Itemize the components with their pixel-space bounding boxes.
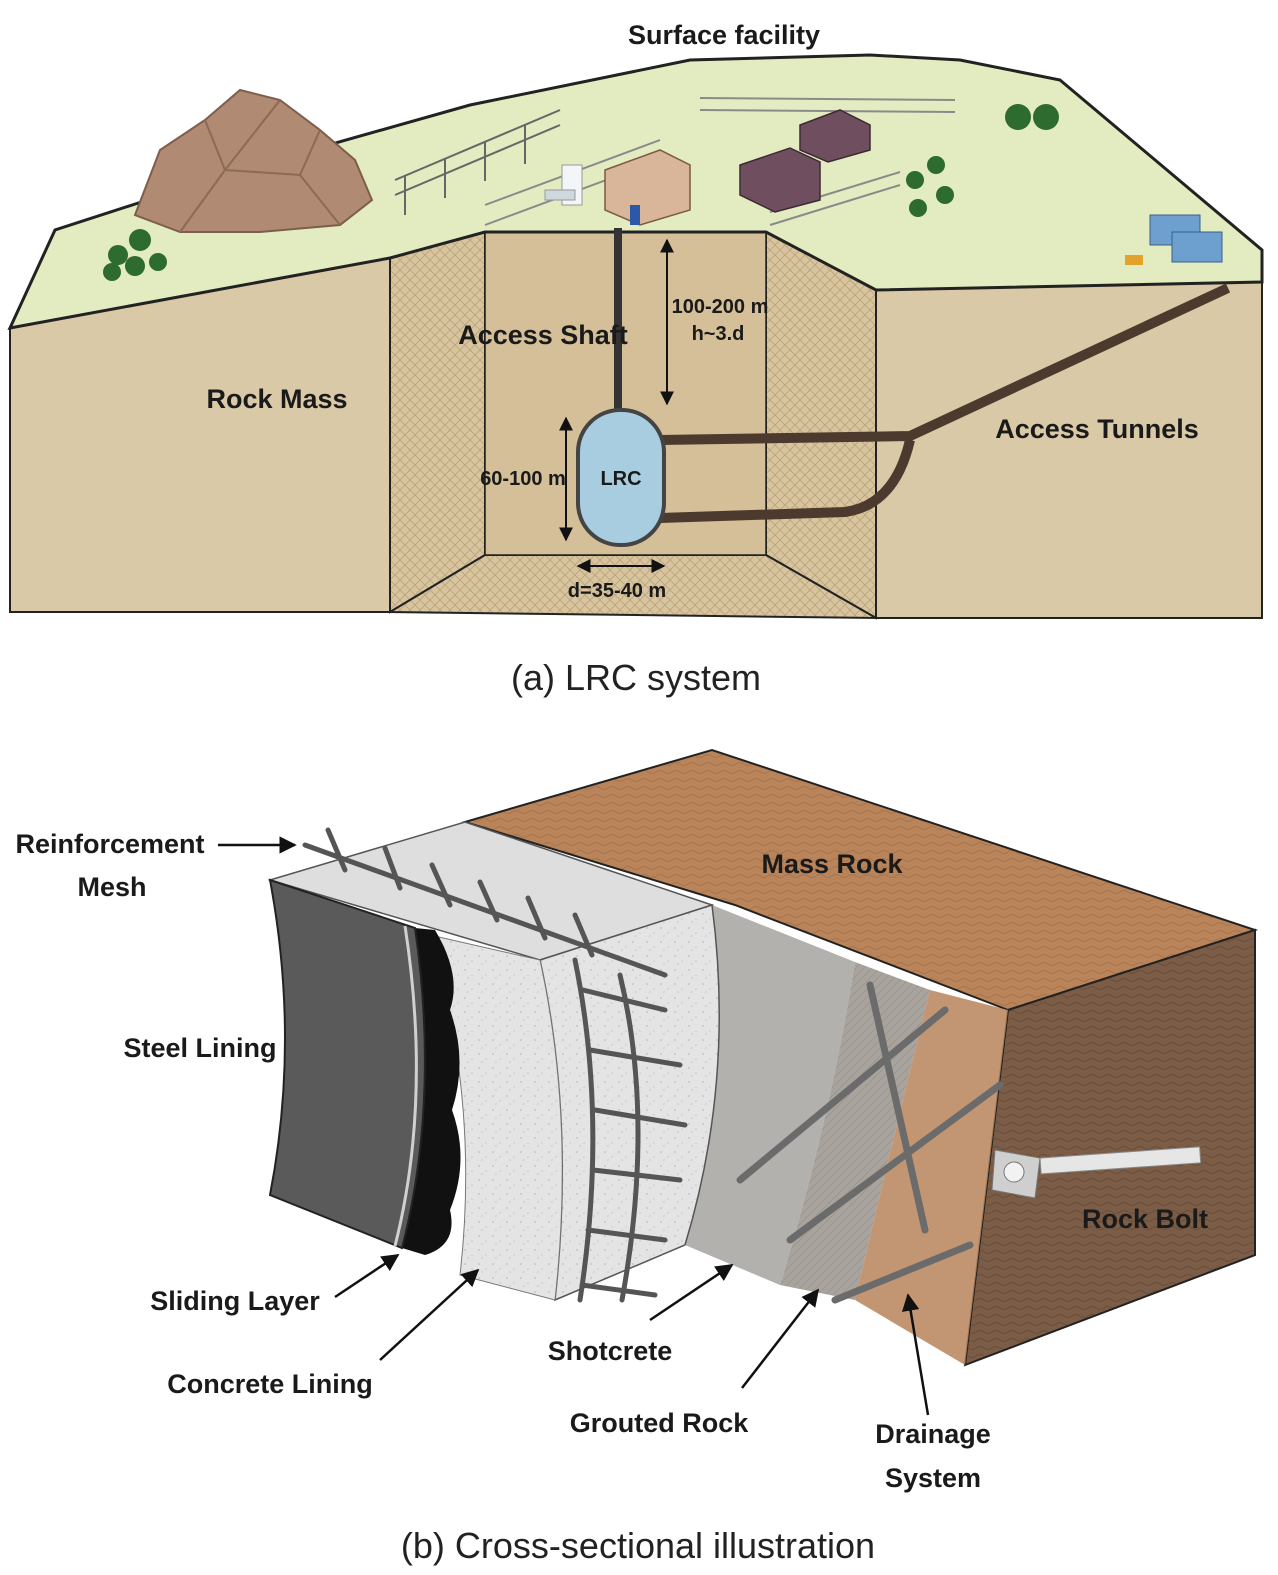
surface-facility-label: Surface facility	[628, 20, 820, 50]
access-tunnel-lower	[659, 438, 915, 523]
fence-right	[699, 97, 956, 226]
reinforcement-mesh	[302, 827, 688, 1303]
access-tunnel-upper	[659, 283, 1231, 445]
container-units	[1125, 214, 1223, 265]
callout-arrows	[218, 836, 930, 1416]
depth-range-label: 100-200 m	[672, 296, 769, 318]
access-shaft-label: Access Shaft	[458, 320, 628, 350]
concrete-lining-label: Concrete Lining	[167, 1369, 373, 1399]
pit-right-wall	[765, 230, 877, 620]
steel-lining-edge	[393, 925, 418, 1247]
rock-pile	[133, 88, 374, 233]
drainage-zone	[855, 990, 1008, 1365]
diameter-label: d=35-40 m	[568, 580, 666, 602]
panel-b-caption: (b) Cross-sectional illustration	[401, 1525, 875, 1566]
panel-b-cross-section: Reinforcement Mesh Mass Rock Steel Linin…	[15, 748, 1259, 1566]
access-tunnels-label: Access Tunnels	[995, 414, 1199, 444]
powerhouse-building	[604, 149, 691, 226]
depth-ratio-label: h~3.d	[692, 323, 745, 345]
sliding-layer	[402, 928, 461, 1255]
drainage-label: Drainage	[875, 1419, 991, 1449]
lrc-label: LRC	[600, 468, 641, 490]
rock-bolt-label: Rock Bolt	[1082, 1204, 1208, 1234]
grouted-rock-label: Grouted Rock	[570, 1408, 750, 1438]
mass-rock-label: Mass Rock	[761, 849, 903, 879]
tank-structure	[544, 164, 583, 206]
shotcrete-layer	[685, 905, 855, 1285]
trees-center	[906, 156, 954, 217]
steel-lining	[268, 878, 426, 1250]
trees-right	[1005, 104, 1059, 130]
trees-left	[103, 229, 167, 281]
panel-a-lrc-system: LRC Surface facility Rock Mass Access Sh…	[7, 20, 1264, 698]
shotcrete-label: Shotcrete	[548, 1336, 673, 1366]
system-label: System	[885, 1463, 981, 1493]
rock-mass-ground-right	[875, 280, 1263, 619]
rock-mass-label: Rock Mass	[206, 384, 347, 414]
access-shaft	[614, 228, 622, 410]
rock-bolt	[991, 1146, 1202, 1199]
height-range-label: 60-100 m	[480, 468, 566, 490]
power-line	[394, 109, 561, 215]
steel-lining-label: Steel Lining	[123, 1033, 276, 1063]
reinforcement-label: Reinforcement	[15, 829, 204, 859]
panel-a-caption: (a) LRC system	[511, 657, 761, 698]
factory-building	[739, 109, 871, 213]
pit-left-wall	[389, 230, 486, 614]
sliding-layer-label: Sliding Layer	[150, 1286, 320, 1316]
mesh-label: Mesh	[77, 872, 146, 902]
grouted-rock-bars	[736, 981, 1004, 1304]
lrc-cavern	[576, 408, 666, 547]
